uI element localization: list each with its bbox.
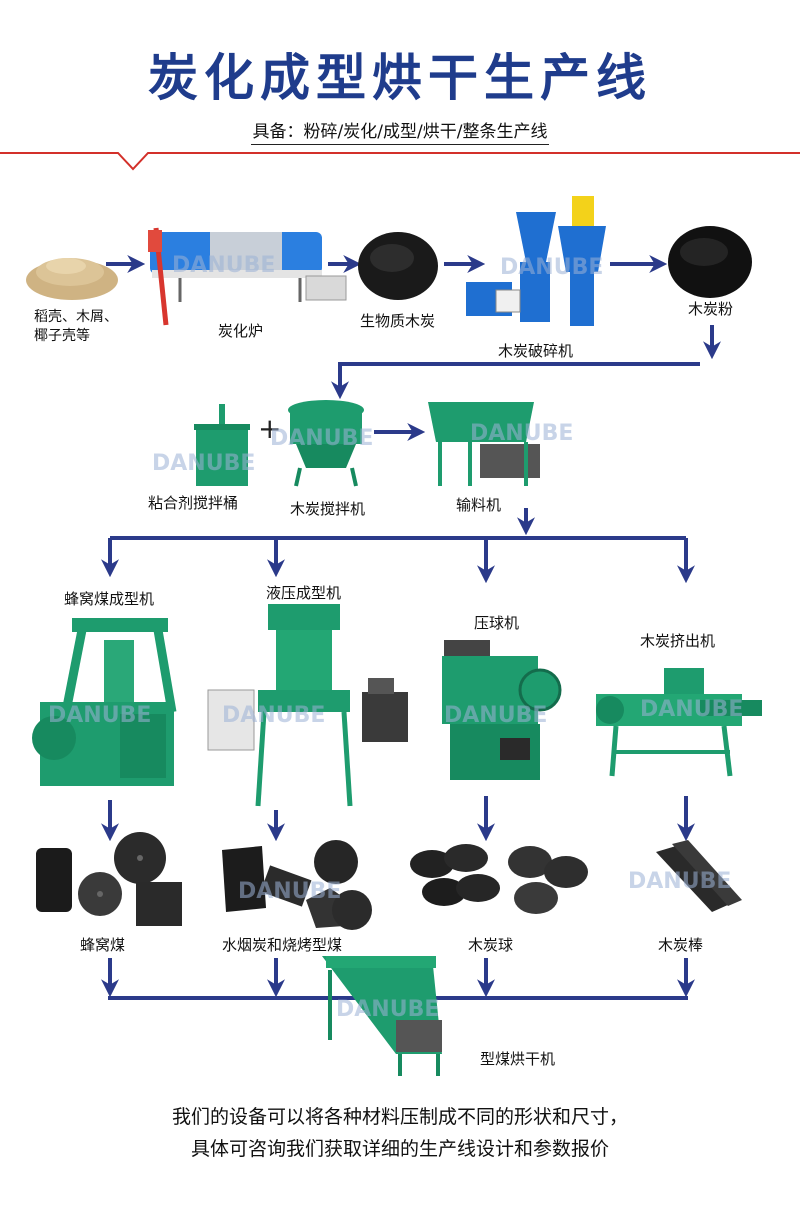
watermark-honeycomb: DANUBE (48, 703, 151, 728)
charcoal-powder-image (668, 226, 752, 298)
label-raw-material: 稻壳、木屑、 椰子壳等 (34, 309, 118, 344)
label-ball-press: 压球机 (474, 614, 520, 632)
watermark-extruder: DANUBE (640, 697, 743, 722)
briquette-dryer-image (322, 956, 442, 1076)
ball-press-image (442, 640, 562, 780)
honeycomb-machine-image (32, 618, 177, 786)
page-subtitle: 具备：粉碎/炭化/成型/烘干/整条生产线 (0, 117, 800, 145)
label-hookah-bbq: 水烟炭和烧烤型煤 (222, 936, 343, 954)
plus-sign: + (258, 412, 281, 445)
page-title: 炭化成型烘干生产线 (148, 49, 652, 107)
charcoal-ball-image (410, 844, 588, 914)
watermark-ball-press: DANUBE (444, 703, 547, 728)
label-charcoal-mixer: 木炭搅拌机 (290, 500, 366, 518)
watermark-furnace: DANUBE (172, 253, 275, 278)
label-charcoal-stick: 木炭棒 (658, 936, 704, 954)
binder-mixing-bucket-image (194, 404, 250, 486)
footer-line-1: 我们的设备可以将各种材料压制成不同的形状和尺寸， (171, 1106, 628, 1128)
charcoal-mixer-image (288, 400, 364, 487)
label-extruder: 木炭挤出机 (640, 632, 716, 650)
header-divider (0, 152, 800, 171)
label-honeycomb-briquette: 蜂窝煤 (80, 936, 126, 954)
raw-material-image (26, 258, 118, 300)
watermark-hydraulic: DANUBE (222, 703, 325, 728)
watermark-crusher: DANUBE (500, 255, 603, 280)
extruder-image (596, 668, 762, 777)
label-biomass-charcoal: 生物质木炭 (360, 312, 436, 330)
label-hydraulic-machine: 液压成型机 (266, 584, 342, 602)
charcoal-stick-image (656, 840, 742, 912)
label-binder-mixing-bucket: 粘合剂搅拌桶 (148, 494, 239, 512)
watermark-mixer: DANUBE (270, 426, 373, 451)
label-briquette-dryer: 型煤烘干机 (480, 1050, 556, 1068)
hydraulic-machine-image (207, 604, 408, 807)
watermark-dryer: DANUBE (336, 997, 439, 1022)
watermark-hookah: DANUBE (238, 879, 341, 904)
label-carbonization-furnace: 炭化炉 (218, 322, 264, 340)
label-charcoal-crusher: 木炭破碎机 (498, 342, 574, 360)
watermark-bucket: DANUBE (152, 451, 255, 476)
label-honeycomb-machine: 蜂窝煤成型机 (64, 590, 155, 608)
label-charcoal-ball: 木炭球 (468, 936, 514, 954)
arrow-powder-to-mixer (331, 362, 700, 400)
watermark-conveyor: DANUBE (470, 421, 573, 446)
honeycomb-briquette-image (36, 832, 182, 926)
conveyor-image (428, 402, 540, 486)
hookah-bbq-briquette-image (222, 840, 372, 930)
charcoal-crusher-image (466, 196, 606, 326)
carbonization-furnace-image (148, 227, 347, 326)
watermark-stick: DANUBE (628, 869, 731, 894)
label-charcoal-powder: 木炭粉 (688, 300, 734, 318)
footer-line-2: 具体可咨询我们获取详细的生产线设计和参数报价 (190, 1138, 609, 1160)
label-conveyor: 输料机 (456, 496, 502, 514)
biomass-charcoal-image (358, 232, 438, 300)
